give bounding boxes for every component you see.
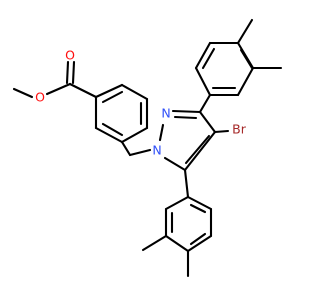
bond bbox=[71, 60, 76, 85]
bond bbox=[189, 232, 207, 246]
bond bbox=[101, 90, 124, 104]
bond bbox=[68, 82, 98, 99]
bond-layer bbox=[12, 18, 283, 278]
nitrogen-n1-label: N bbox=[152, 143, 161, 158]
bond bbox=[158, 123, 165, 142]
bond bbox=[101, 122, 124, 137]
bond bbox=[171, 109, 202, 114]
molecule-structure-canvas: O O N N Br bbox=[12, 18, 283, 278]
oxygen-ester-label: O bbox=[35, 90, 45, 105]
bond bbox=[45, 82, 72, 96]
bond bbox=[194, 66, 212, 97]
bond bbox=[164, 195, 190, 211]
bond bbox=[120, 83, 149, 101]
bond bbox=[198, 93, 212, 114]
bromine-label: Br bbox=[232, 122, 247, 137]
bond bbox=[141, 234, 168, 252]
bond bbox=[184, 134, 211, 165]
bond bbox=[183, 130, 217, 172]
bond bbox=[94, 126, 124, 144]
bond bbox=[65, 60, 70, 85]
bond bbox=[239, 48, 254, 70]
bond bbox=[201, 47, 216, 70]
bond bbox=[236, 66, 255, 97]
oxygen-carbonyl-label: O bbox=[65, 48, 75, 63]
bond bbox=[236, 18, 254, 45]
nitrogen-n2-label: N bbox=[161, 106, 170, 121]
bond bbox=[198, 110, 217, 134]
bond bbox=[12, 87, 34, 99]
bond bbox=[120, 140, 132, 157]
bond bbox=[163, 156, 187, 172]
bond bbox=[186, 234, 213, 253]
molecule-structure-diagram: O O N N Br bbox=[12, 18, 283, 278]
bond bbox=[173, 115, 198, 120]
bond bbox=[183, 168, 190, 199]
bond bbox=[189, 203, 207, 214]
bond bbox=[164, 234, 190, 253]
bond bbox=[120, 126, 149, 144]
bond bbox=[128, 148, 152, 157]
atom-label-layer: O O N N Br bbox=[35, 48, 247, 158]
bond bbox=[186, 195, 213, 211]
bond bbox=[194, 41, 212, 70]
bond bbox=[94, 83, 124, 99]
bond bbox=[213, 129, 230, 134]
